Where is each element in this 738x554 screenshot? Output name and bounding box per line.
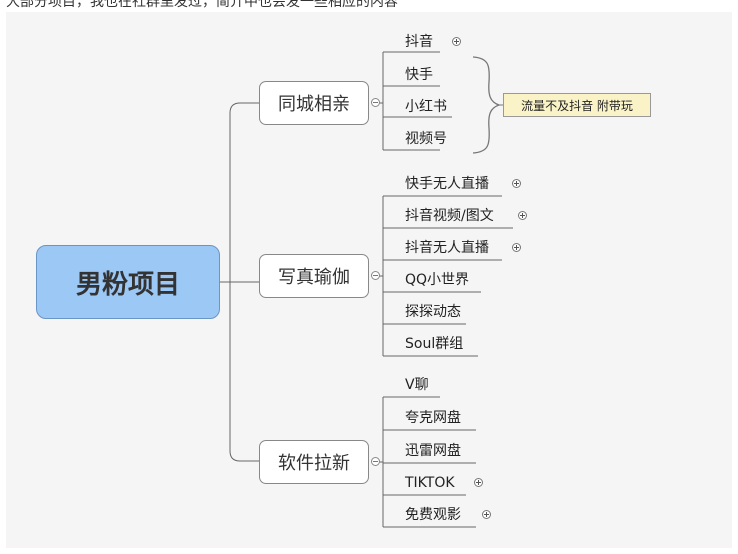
- leaf-node[interactable]: 快手无人直播: [405, 176, 489, 192]
- header-text: 大部分项目，我也在社群里发过，简介中也会发一些相应的内容: [6, 0, 398, 10]
- expand-icon[interactable]: [518, 211, 527, 220]
- root-node[interactable]: 男粉项目: [36, 245, 220, 319]
- connector-branch-1-leaves: [383, 51, 452, 151]
- leaf-node[interactable]: 探探动态: [405, 304, 461, 320]
- expand-icon[interactable]: [512, 179, 521, 188]
- collapse-icon[interactable]: [371, 271, 380, 280]
- expand-icon[interactable]: [474, 478, 483, 487]
- leaf-node[interactable]: 抖音: [405, 34, 433, 50]
- leaf-node[interactable]: 迅雷网盘: [405, 443, 461, 459]
- leaf-node[interactable]: 抖音视频/图文: [405, 208, 494, 224]
- connector-branch-2-trunk: [379, 196, 384, 356]
- leaf-node[interactable]: Soul群组: [405, 336, 464, 352]
- connector-root-branch-3: [220, 281, 259, 462]
- leaf-node[interactable]: 快手: [405, 67, 433, 83]
- connector-branch-1-trunk: [379, 52, 384, 150]
- expand-icon[interactable]: [482, 510, 491, 519]
- connector-branch-2-leaves: [383, 195, 513, 357]
- leaf-node[interactable]: QQ小世界: [405, 272, 470, 288]
- connector-branch-3-leaves: [383, 396, 476, 528]
- collapse-icon[interactable]: [371, 457, 380, 466]
- branch-node-2[interactable]: 写真瑜伽: [259, 254, 369, 298]
- branch-node-3[interactable]: 软件拉新: [259, 440, 369, 484]
- leaf-node[interactable]: 抖音无人直播: [405, 240, 489, 256]
- leaf-node[interactable]: 免费观影: [405, 507, 461, 523]
- leaf-node[interactable]: 夸克网盘: [405, 410, 461, 426]
- brace-shape: [472, 56, 502, 154]
- collapse-icon[interactable]: [371, 98, 380, 107]
- branch-node-1[interactable]: 同城相亲: [259, 81, 369, 125]
- expand-icon[interactable]: [512, 243, 521, 252]
- note-callout: 流量不及抖音 附带玩: [503, 93, 651, 117]
- leaf-node[interactable]: V聊: [405, 377, 429, 393]
- leaf-node[interactable]: TIKTOK: [405, 475, 455, 491]
- leaf-node[interactable]: 小红书: [405, 99, 447, 115]
- leaf-node[interactable]: 视频号: [405, 131, 447, 147]
- expand-icon[interactable]: [452, 37, 461, 46]
- connector-root-branch-1: [220, 102, 259, 283]
